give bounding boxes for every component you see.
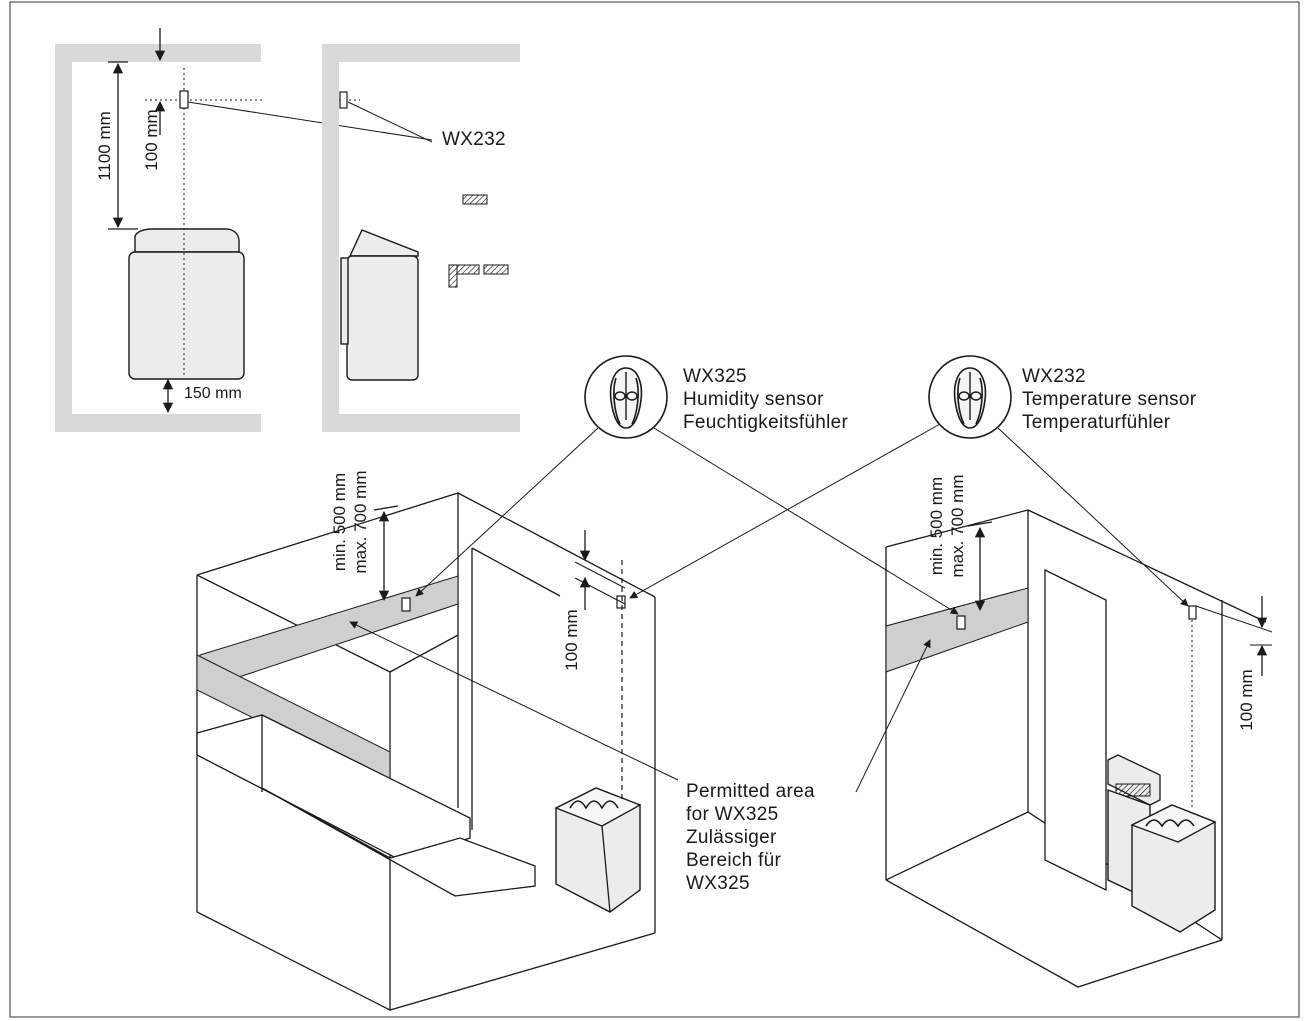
- left-dim-max: max. 700 mm: [351, 471, 370, 574]
- left-ceiling-edge: [196, 574, 391, 673]
- right-dim-100: 100 mm: [1237, 669, 1256, 730]
- temperature-sensor-icon: [953, 367, 987, 429]
- side-view: WX232: [322, 44, 520, 432]
- dim-150-label: 150 mm: [184, 385, 242, 402]
- leader-humidity-right: [653, 427, 959, 615]
- dim-tick: [373, 505, 399, 511]
- room-floor-edge: [196, 911, 656, 1011]
- side-wall: [322, 44, 339, 432]
- lower-bench: [261, 787, 536, 897]
- permitted-line-2: for WX325: [686, 804, 778, 825]
- front-view: 1100 mm 100 mm 150 mm: [55, 28, 433, 432]
- sensor-wx232-side: [339, 91, 348, 109]
- sensor-wx325-right: [956, 615, 966, 630]
- right-dim-min: min. 500 mm: [927, 477, 946, 575]
- temperature-line-en: Temperature sensor: [1022, 389, 1197, 410]
- heater-top: [134, 228, 240, 253]
- leader-permitted-left: [349, 621, 679, 781]
- leader-permitted-right: [855, 639, 931, 793]
- left-dim-100: 100 mm: [562, 609, 581, 670]
- room-ceiling-edge: [196, 492, 656, 598]
- wx232-top-label: WX232: [442, 129, 506, 150]
- permitted-line-4: Bereich für: [686, 850, 782, 871]
- hatch-mark: [448, 264, 458, 288]
- leader-temperature-right: [997, 427, 1189, 607]
- hatch-mark: [483, 264, 509, 275]
- permitted-line-1: Permitted area: [686, 781, 815, 802]
- humidity-model: WX325: [683, 366, 747, 387]
- sensor-wx232-right: [1188, 605, 1197, 620]
- door: [1044, 568, 1107, 892]
- sensor-wx325-left: [401, 597, 411, 612]
- partition-top: [389, 634, 459, 673]
- callout-temperature: WX232 Temperature sensor Temperaturfühle…: [928, 355, 1197, 439]
- floor-wall: [55, 414, 261, 432]
- side-heater-body: [346, 255, 419, 381]
- temperature-line-de: Temperaturfühler: [1022, 412, 1171, 433]
- temperature-model: WX232: [1022, 366, 1086, 387]
- right-room: min. 500 mm max. 700 mm 100 mm: [885, 475, 1273, 988]
- leader-humidity-left: [415, 427, 599, 597]
- left-dim-min: min. 500 mm: [330, 473, 349, 571]
- side-heater-bracket: [340, 257, 349, 345]
- dim-tick: [1195, 605, 1273, 633]
- side-heater-top: [348, 229, 419, 257]
- inner-wall-top: [471, 547, 561, 597]
- dim-tick: [574, 577, 626, 605]
- permitted-area-label: Permitted area for WX325 Zulässiger Bere…: [686, 781, 815, 894]
- right-heater: [1107, 754, 1217, 933]
- sensor-wx232-front: [179, 90, 189, 109]
- side-floor-wall: [322, 414, 520, 432]
- humidity-sensor-icon: [609, 367, 643, 429]
- left-heater: [554, 787, 642, 913]
- hatch-mark: [462, 194, 488, 205]
- room-floor-edge: [885, 879, 1223, 988]
- side-ceiling-wall: [322, 44, 520, 62]
- callout-humidity: WX325 Humidity sensor Feuchtigkeitsfühle…: [584, 355, 849, 439]
- frame: [9, 1, 1300, 1018]
- humidity-line-en: Humidity sensor: [683, 389, 824, 410]
- leader-lines: [349, 423, 1189, 793]
- leader-wx232-side: [347, 101, 433, 143]
- humidity-line-de: Feuchtigkeitsfühler: [683, 412, 849, 433]
- dim-tick: [574, 561, 626, 589]
- right-dim-max: max. 700 mm: [948, 475, 967, 578]
- permitted-line-5: WX325: [686, 873, 750, 894]
- dim-100-label: 100 mm: [142, 109, 161, 170]
- dim-tick: [967, 521, 993, 527]
- leader-wx232-front: [187, 101, 433, 141]
- leader-temperature-left: [629, 423, 941, 599]
- ceiling-wall: [55, 44, 261, 62]
- dim-1100-label: 1100 mm: [95, 111, 114, 181]
- permitted-band-right: [885, 587, 1029, 673]
- left-room: min. 500 mm max. 700 mm 100 mm: [196, 471, 656, 1011]
- hatch-mark: [456, 264, 480, 275]
- heater-body: [128, 251, 245, 380]
- left-wall: [55, 44, 72, 432]
- permitted-line-3: Zulässiger: [686, 827, 777, 848]
